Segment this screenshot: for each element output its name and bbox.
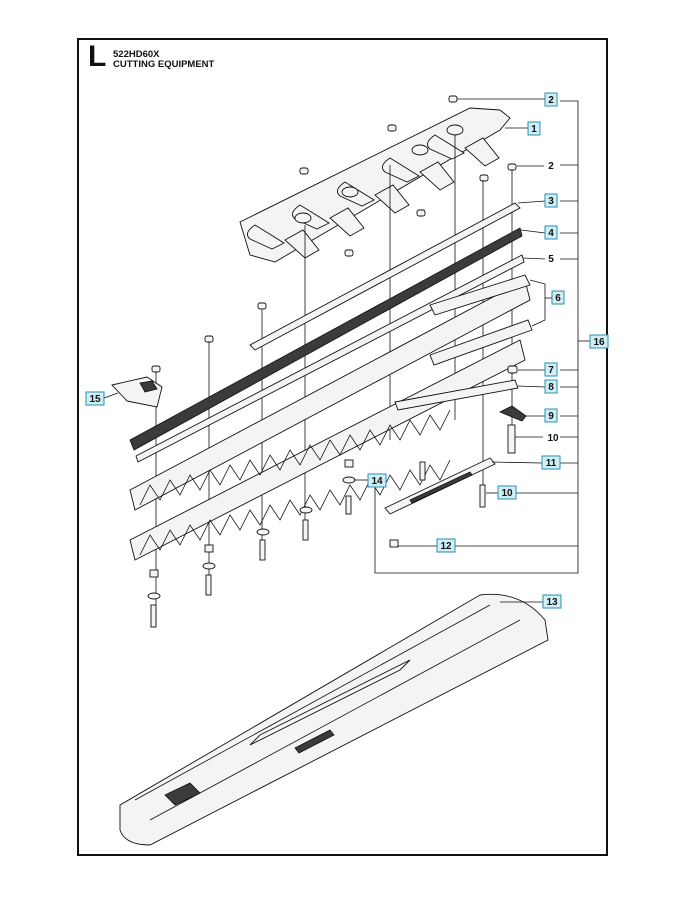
cutting-blades xyxy=(129,279,531,561)
callout-label-13: 13 xyxy=(546,597,558,608)
section-letter: L xyxy=(88,40,107,73)
callout-2-second: 2 xyxy=(517,161,554,172)
callout-label-4: 4 xyxy=(548,228,554,239)
slotted-plates-6 xyxy=(429,274,533,366)
callout-13: 13 xyxy=(500,594,562,609)
callout-1: 1 xyxy=(505,121,541,136)
callout-9: 9 xyxy=(525,408,558,423)
callout-8: 8 xyxy=(517,379,558,394)
guide-bars-3-4-5 xyxy=(129,202,525,463)
callout-label-6: 6 xyxy=(555,293,561,304)
callout-4: 4 xyxy=(520,225,558,240)
callout-5: 5 xyxy=(522,254,554,265)
callout-12: 12 xyxy=(398,538,456,553)
callout-label-15: 15 xyxy=(89,394,101,405)
plate-part-11 xyxy=(384,457,496,515)
callout-label-2b: 2 xyxy=(548,161,554,172)
callout-label-10b: 10 xyxy=(501,488,513,499)
callout-label-11: 11 xyxy=(546,458,557,469)
callout-label-5: 5 xyxy=(548,254,554,265)
callout-10-top: 10 xyxy=(515,433,559,444)
callout-15: 15 xyxy=(85,391,119,406)
callout-label-2a: 2 xyxy=(548,95,554,106)
callout-label-16: 16 xyxy=(593,337,605,348)
assembly-bracket-16 xyxy=(374,100,590,574)
callout-label-1: 1 xyxy=(531,124,537,135)
bolts-and-washers xyxy=(147,459,486,628)
callout-label-12: 12 xyxy=(440,541,452,552)
callout-14: 14 xyxy=(354,473,387,488)
page-frame xyxy=(77,38,608,856)
transport-guard-part-13 xyxy=(119,593,549,846)
page-title: CUTTING EQUIPMENT xyxy=(113,59,215,70)
model-number: 522HD60X xyxy=(113,49,160,60)
callout-6: 6 xyxy=(529,279,565,327)
callout-label-9: 9 xyxy=(548,411,554,422)
upper-housing-part-1 xyxy=(239,107,511,263)
callout-label-7: 7 xyxy=(548,365,554,376)
callout-label-10a: 10 xyxy=(547,433,559,444)
callout-label-8: 8 xyxy=(548,382,554,393)
callout-label-14: 14 xyxy=(371,476,383,487)
callout-16: 16 xyxy=(589,334,609,349)
tooth-guard-part-15 xyxy=(111,376,163,408)
callout-10-bottom: 10 xyxy=(486,485,517,500)
callout-2-top: 2 xyxy=(457,92,558,107)
callout-3: 3 xyxy=(517,193,558,208)
callout-11: 11 xyxy=(491,455,561,470)
callout-7: 7 xyxy=(518,362,558,377)
callout-label-3: 3 xyxy=(548,196,554,207)
small-parts-7-8-9-10 xyxy=(394,365,527,454)
housing-nuts xyxy=(151,95,517,373)
